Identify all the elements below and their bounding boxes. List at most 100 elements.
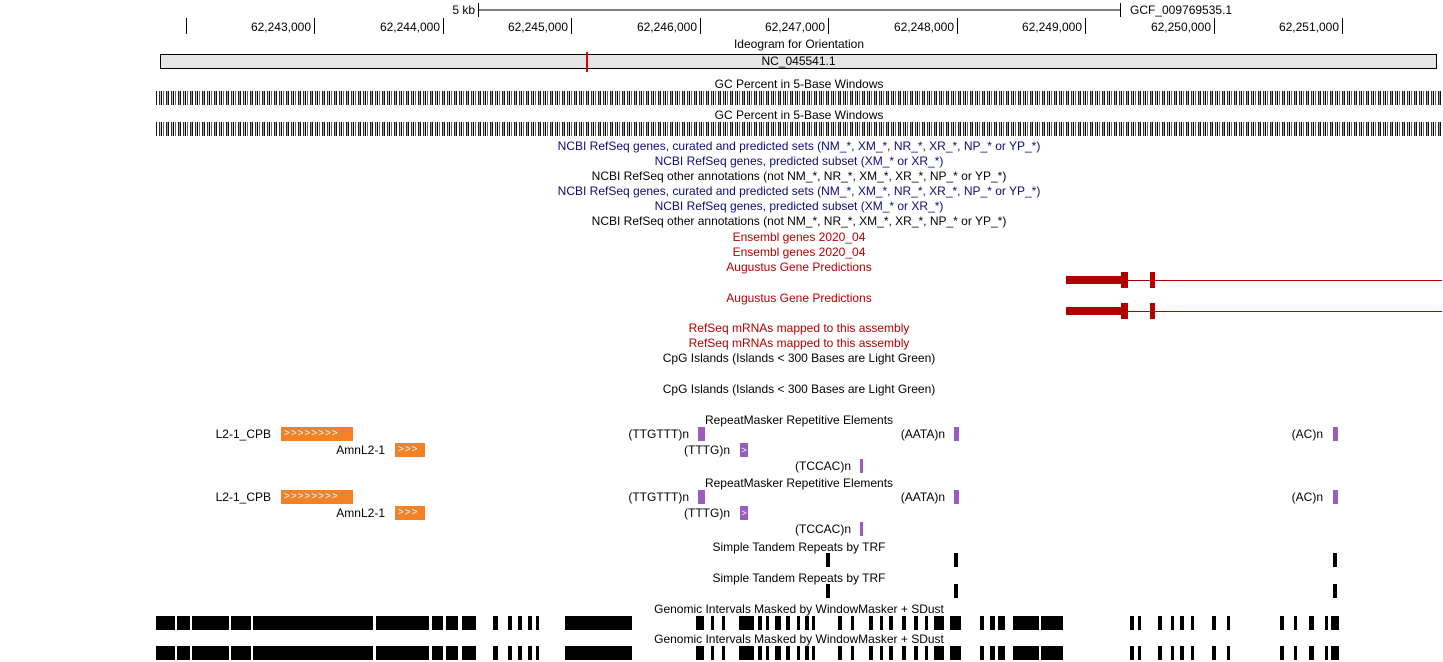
chromosome-ideogram[interactable]: NC_045541.1 <box>160 52 1437 72</box>
masked-interval <box>805 646 809 660</box>
track-label-ensembl-2[interactable]: Ensembl genes 2020_04 <box>732 245 866 259</box>
track-label-refseq-mrna-2[interactable]: RefSeq mRNAs mapped to this assembly <box>688 336 910 350</box>
masked-interval <box>925 646 928 660</box>
repeat-element-ttgttt[interactable] <box>698 427 705 441</box>
track-label-gc1[interactable]: GC Percent in 5-Base Windows <box>714 77 884 91</box>
ruler-tick-label: 62,243,000 <box>250 20 311 34</box>
masked-interval <box>980 616 984 630</box>
masked-interval <box>1325 616 1328 630</box>
repeat-element-ttgttt[interactable] <box>698 490 705 504</box>
track-label-rmsk-2[interactable]: RepeatMasker Repetitive Elements <box>704 476 894 490</box>
masked-interval <box>1138 646 1141 660</box>
track-label-cpg-2[interactable]: CpG Islands (Islands < 300 Bases are Lig… <box>662 382 936 396</box>
track-label-ensembl-1[interactable]: Ensembl genes 2020_04 <box>732 230 866 244</box>
track-label-rmsk-1[interactable]: RepeatMasker Repetitive Elements <box>704 413 894 427</box>
masked-interval <box>980 646 984 660</box>
track-label-trf-1[interactable]: Simple Tandem Repeats by TRF <box>712 540 886 554</box>
repeat-label-ttgttt: (TTGTTT)n <box>628 427 689 441</box>
repeat-element-aata[interactable] <box>954 490 959 504</box>
track-label-refseq-mrna-1[interactable]: RefSeq mRNAs mapped to this assembly <box>688 321 910 335</box>
gc-percent-track-2[interactable] <box>156 122 1442 136</box>
masked-interval <box>914 616 918 630</box>
repeat-element-l2[interactable]: >>>>>>>> <box>281 427 353 441</box>
masked-interval <box>851 616 854 630</box>
track-label-refseq-all-2[interactable]: NCBI RefSeq genes, curated and predicted… <box>557 184 1041 198</box>
masked-interval <box>880 616 883 630</box>
masked-interval <box>177 616 190 630</box>
repeat-label-ac: (AC)n <box>1291 490 1323 504</box>
repeat-element-tccac[interactable] <box>860 459 863 473</box>
repeat-element-amn[interactable]: >>> <box>395 443 425 457</box>
masked-interval <box>950 616 961 630</box>
current-position-marker <box>586 52 588 72</box>
masked-interval <box>1158 616 1162 630</box>
track-label-gc2[interactable]: GC Percent in 5-Base Windows <box>714 108 884 122</box>
masked-interval <box>722 646 725 660</box>
ruler-scale-label: 5 kb <box>452 3 475 17</box>
repeat-element-tttg[interactable]: > <box>740 506 748 520</box>
masked-interval <box>253 616 373 630</box>
gene-exon <box>1121 272 1128 288</box>
track-label-refseq-pred-2[interactable]: NCBI RefSeq genes, predicted subset (XM_… <box>654 199 944 213</box>
masked-interval <box>696 616 704 630</box>
masked-interval <box>376 646 429 660</box>
masked-interval <box>775 616 781 630</box>
track-label-refseq-other-1[interactable]: NCBI RefSeq other annotations (not NM_*,… <box>591 169 1007 183</box>
masked-interval <box>758 616 762 630</box>
masked-interval <box>889 616 893 630</box>
masked-interval <box>722 616 725 630</box>
trf-feature[interactable] <box>954 553 958 567</box>
masked-interval <box>493 646 498 660</box>
trf-feature[interactable] <box>954 584 958 598</box>
masked-interval <box>869 646 873 660</box>
repeat-element-tttg[interactable]: > <box>740 443 748 457</box>
masked-interval <box>869 616 873 630</box>
trf-feature[interactable] <box>826 553 830 567</box>
masked-interval <box>1309 616 1314 630</box>
track-label-cpg-1[interactable]: CpG Islands (Islands < 300 Bases are Lig… <box>662 351 936 365</box>
masked-interval <box>493 616 498 630</box>
masked-interval <box>253 646 373 660</box>
trf-feature[interactable] <box>1333 584 1337 598</box>
repeat-element-ac[interactable] <box>1333 427 1338 441</box>
repeat-element-aata[interactable] <box>954 427 959 441</box>
track-label-windowmasker-1[interactable]: Genomic Intervals Masked by WindowMasker… <box>654 602 944 616</box>
masked-interval <box>786 616 790 630</box>
masked-interval <box>950 646 961 660</box>
trf-feature[interactable] <box>826 584 830 598</box>
repeat-element-ac[interactable] <box>1333 490 1338 504</box>
masked-interval <box>462 646 476 660</box>
masked-interval <box>528 616 532 630</box>
masked-interval <box>1331 616 1339 630</box>
track-label-refseq-all-1[interactable]: NCBI RefSeq genes, curated and predicted… <box>557 139 1041 153</box>
masked-interval <box>990 646 995 660</box>
track-label-refseq-pred-1[interactable]: NCBI RefSeq genes, predicted subset (XM_… <box>654 154 944 168</box>
masked-interval <box>1212 646 1216 660</box>
repeat-label-aata: (AATA)n <box>900 427 945 441</box>
masked-interval <box>1158 646 1162 660</box>
gene-intron-line <box>1066 311 1442 312</box>
masked-interval <box>508 616 512 630</box>
repeat-label-tttg: (TTTG)n <box>684 506 730 520</box>
track-label-trf-2[interactable]: Simple Tandem Repeats by TRF <box>712 571 886 585</box>
masked-interval <box>1180 646 1184 660</box>
gene-utr-block <box>1066 276 1128 284</box>
track-label-refseq-other-2[interactable]: NCBI RefSeq other annotations (not NM_*,… <box>591 214 1007 228</box>
track-label-augustus-1[interactable]: Augustus Gene Predictions <box>726 260 872 274</box>
repeat-element-amn[interactable]: >>> <box>395 506 425 520</box>
track-label-augustus-2[interactable]: Augustus Gene Predictions <box>726 291 872 305</box>
masked-interval <box>934 646 944 660</box>
repeat-label-ac: (AC)n <box>1291 427 1323 441</box>
masked-interval <box>536 646 539 660</box>
masked-interval <box>432 616 443 630</box>
track-label-windowmasker-2[interactable]: Genomic Intervals Masked by WindowMasker… <box>654 632 944 646</box>
ruler-tick-label: 62,247,000 <box>764 20 825 34</box>
repeat-label-tttg: (TTTG)n <box>684 443 730 457</box>
ruler-tick-label: 62,245,000 <box>507 20 568 34</box>
trf-feature[interactable] <box>1333 553 1337 567</box>
repeat-element-l2[interactable]: >>>>>>>> <box>281 490 353 504</box>
repeat-element-tccac[interactable] <box>860 522 863 536</box>
repeat-label-ttgttt: (TTGTTT)n <box>628 490 689 504</box>
gc-percent-track-1[interactable] <box>156 91 1442 105</box>
